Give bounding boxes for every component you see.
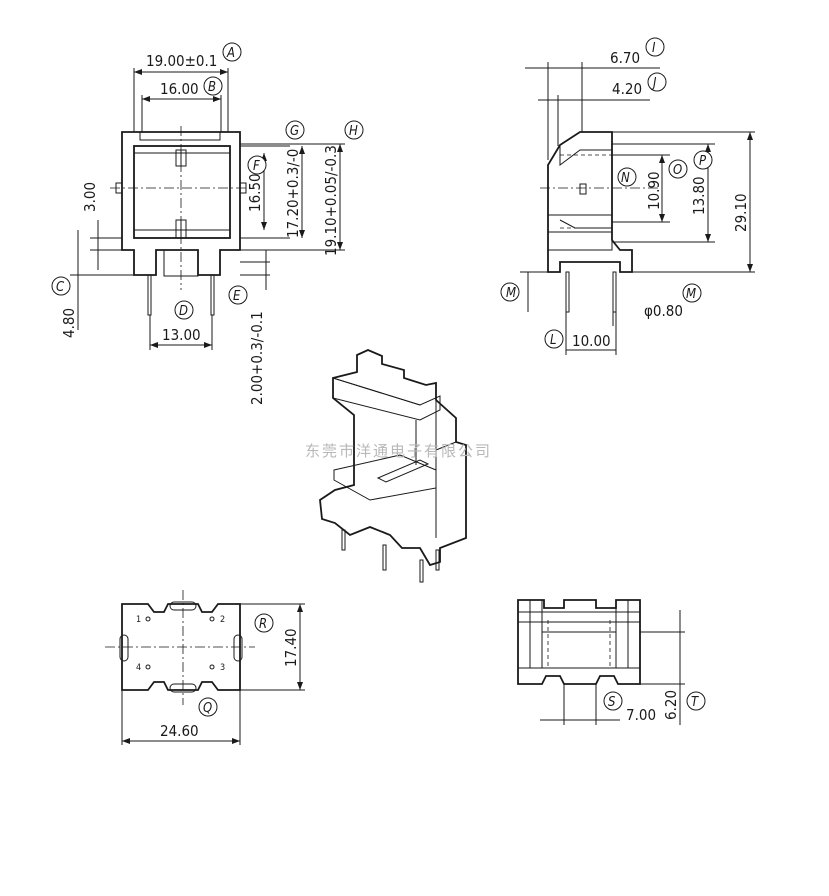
dim-1090: 10.90 (645, 171, 663, 210)
label-bubble-a (222, 42, 242, 62)
top-view-window (133, 145, 231, 239)
label-d: D (179, 304, 188, 319)
dim-13: 13.00 (162, 326, 201, 344)
label-n: N (621, 171, 630, 186)
dim-2910: 29.10 (732, 193, 750, 232)
bottom-view: 1 2 3 4 17.40 R 24.60 Q (105, 590, 305, 745)
dim-1000: 10.00 (572, 332, 611, 350)
label-m: M (686, 287, 696, 302)
label-s: S (608, 695, 616, 710)
label-p: P (699, 154, 707, 169)
label-c: C (56, 280, 65, 295)
label-g: G (290, 124, 299, 139)
label-e: E (233, 289, 241, 304)
dim-480: 4.80 (60, 308, 78, 338)
dim-2460: 24.60 (160, 722, 199, 740)
end-view: 7.00 S 6.20 T (517, 599, 706, 725)
dim-1910: 19.10+0.05/-0.3 (322, 145, 340, 256)
label-f: F (253, 159, 260, 174)
label-o: O (673, 163, 682, 178)
label-q: Q (203, 701, 212, 716)
dim-1380: 13.80 (690, 176, 708, 215)
label-k: M (506, 286, 516, 301)
dim-620: 6.20 (662, 690, 680, 720)
dim-f: 16.50 (246, 173, 264, 212)
pin-1: 1 (136, 615, 141, 625)
dim-3: 3.00 (81, 182, 99, 212)
dim-080: φ0.80 (644, 302, 683, 320)
side-view: 6.70 I 4.20 J 10.90 13.80 29.10 N O P (500, 37, 755, 355)
label-r: R (259, 617, 267, 632)
pin-4: 4 (136, 663, 141, 673)
label-h: H (349, 124, 358, 139)
dim-700: 7.00 (626, 706, 656, 724)
label-l: L (550, 333, 557, 348)
pin-3: 3 (220, 663, 225, 673)
label-b: B (208, 80, 216, 95)
dim-1740: 17.40 (282, 628, 300, 667)
label-j: J (651, 76, 657, 91)
end-view-outline (517, 599, 641, 685)
pin-2: 2 (220, 615, 225, 625)
dim-420: 4.20 (612, 80, 642, 98)
top-view: 19.00±0.1 A 16.00 B G 16.50 F 17.20+0.3/… (51, 42, 364, 405)
label-t: T (691, 695, 699, 710)
dim-1720: 17.20+0.3/-0 (284, 149, 302, 238)
iso-outline (319, 349, 467, 567)
dim-inner-width: 16.00 (160, 80, 199, 98)
watermark: 东莞市洋通电子有限公司 (305, 442, 492, 460)
dim-top-width: 19.00±0.1 (146, 52, 217, 70)
dim-200: 2.00+0.3/-0.1 (248, 311, 266, 405)
dim-670: 6.70 (610, 49, 640, 67)
label-i: I (652, 41, 656, 56)
label-a: A (226, 46, 235, 61)
side-view-outline (547, 131, 633, 273)
isometric-view: 东莞市洋通电子有限公司 (305, 349, 492, 583)
